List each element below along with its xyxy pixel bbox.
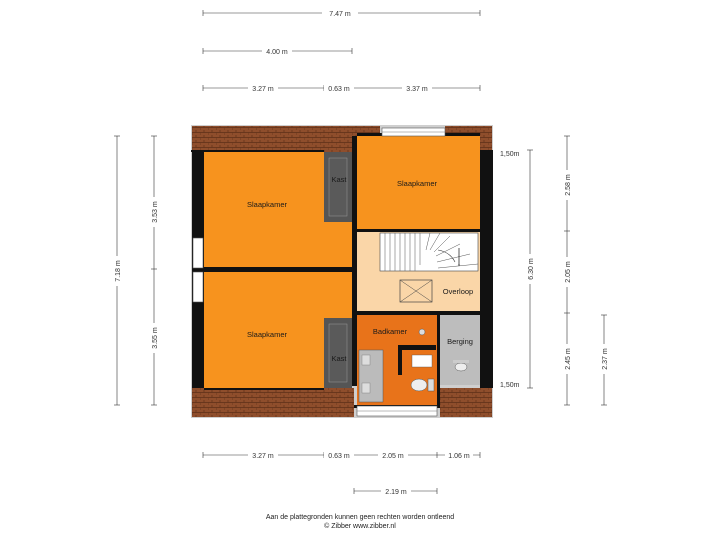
roof-height-top: 1,50m (500, 151, 520, 158)
copyright-text: © Zibber www.zibber.nl (324, 523, 396, 530)
dim-top-seg-1: 3.27 m (252, 86, 274, 93)
windows (192, 127, 446, 417)
disclaimer-text: Aan de plattegronden kunnen geen rechten… (265, 514, 455, 521)
roof-bottom-left (192, 388, 354, 417)
dim-left-total: 7.18 m (115, 260, 122, 282)
dim-bottom-seg-4: 1.06 m (448, 453, 470, 460)
label-storage: Berging (447, 337, 473, 346)
dim-right-total: 6.30 m (528, 258, 535, 280)
dim-top-seg-2: 0.63 m (328, 86, 350, 93)
roof-top-left (192, 126, 380, 152)
staircase (379, 232, 479, 272)
label-closet-bottom: Kast (331, 354, 347, 363)
attic-hatch (399, 279, 433, 303)
dim-right-far: 2.37 m (602, 348, 609, 370)
dim-bottom-seg-2: 0.63 m (328, 453, 350, 460)
dim-bottom-sub: 2.19 m (385, 489, 407, 496)
dim-top-seg-3: 3.37 m (406, 86, 428, 93)
dim-left-top: 3.53 m (152, 201, 159, 223)
label-bedroom-bottom-left: Slaapkamer (247, 330, 288, 339)
room-bedroom-top-right (357, 136, 480, 231)
dim-right-seg-3: 2.45 m (565, 348, 572, 370)
roof-height-bottom: 1,50m (500, 382, 520, 389)
room-storage (440, 315, 480, 385)
dim-right-seg-1: 2.58 m (565, 174, 572, 196)
label-bedroom-top-right: Slaapkamer (397, 179, 438, 188)
dim-bottom-seg-1: 3.27 m (252, 453, 274, 460)
roof-bottom-right (440, 388, 492, 417)
dim-top-left: 4.00 m (266, 49, 288, 56)
dim-left-bottom: 3.55 m (152, 327, 159, 349)
label-bedroom-top-left: Slaapkamer (247, 200, 288, 209)
dimensions-top (202, 10, 481, 91)
label-landing: Overloop (443, 287, 473, 296)
dim-bottom-seg-3: 2.05 m (382, 453, 404, 460)
bathroom-fixtures (358, 328, 469, 403)
dim-right-seg-2: 2.05 m (565, 261, 572, 283)
walls (191, 133, 493, 408)
label-closet-top: Kast (331, 175, 347, 184)
label-bathroom: Badkamer (373, 327, 408, 336)
dim-top-total: 7.47 m (329, 11, 351, 18)
